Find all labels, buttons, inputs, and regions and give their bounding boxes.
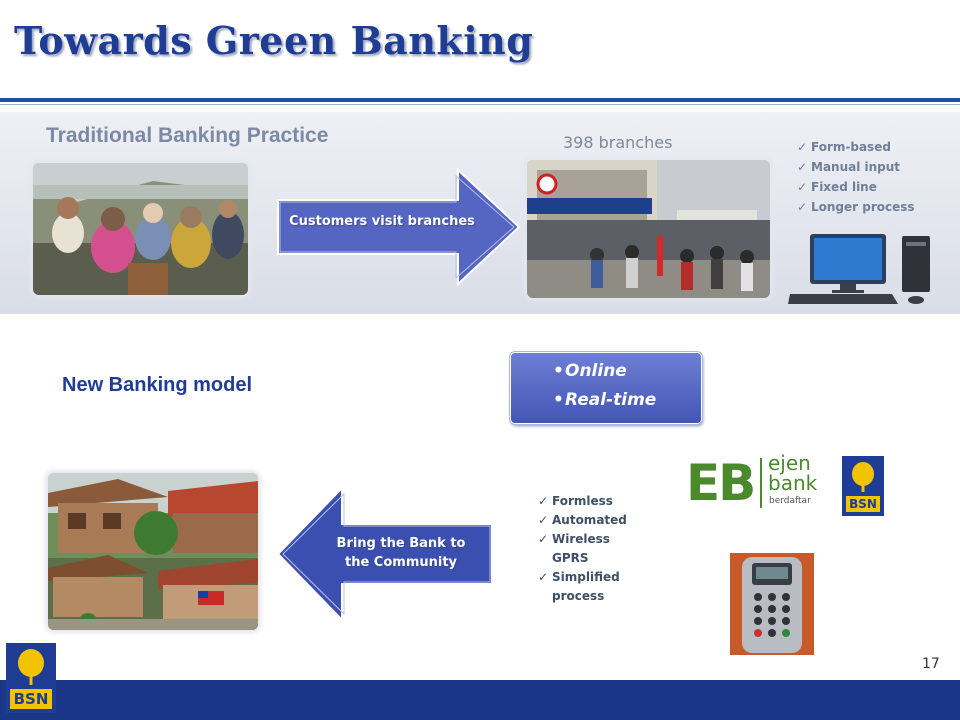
title-rule [0,98,960,102]
title-rule-thin [0,104,960,105]
attribute-item: Real-time [553,386,656,415]
bank-branch-photo [527,160,770,298]
bring-bank-arrow [276,485,494,623]
attributes-list: Online Real-time [553,357,656,415]
desktop-computer-image [788,230,938,306]
footer-bsn-text: BSN [13,690,49,708]
eb-word-berdaftar: berdaftar [769,496,811,506]
feature-item: Wireless GPRS [538,530,648,568]
slide-title: Towards Green Banking [14,18,534,63]
page-number: 17 [922,656,940,672]
feature-item: Formless [538,492,648,511]
feature-item: Manual input [797,157,915,177]
new-model-features-list: Formless Automated Wireless GPRS Simplif… [538,492,648,606]
market-crowd-photo [33,163,248,295]
bsn-logo: BSN [842,456,884,516]
footer-bsn-logo: BSN [6,643,56,713]
feature-item: Fixed line [797,177,915,197]
customers-visit-arrow [276,167,521,287]
eb-mark: EB [686,454,756,512]
bring-bank-label: Bring the Bank to the Community [336,536,466,570]
eb-word-ejen: ejen [768,451,811,475]
feature-item: Simplified process [538,568,648,606]
branch-count: 398 branches [563,133,673,152]
footer-bar [0,680,960,720]
ejen-bank-logo: EB ejen bank berdaftar [684,450,824,518]
feature-item: Form-based [797,137,915,157]
eb-word-bank: bank [768,471,818,495]
feature-item: Longer process [797,197,915,217]
card-terminal-image [730,553,814,655]
customers-visit-label: Customers visit branches [289,214,475,229]
village-houses-photo [48,473,258,630]
traditional-features-list: Form-based Manual input Fixed line Longe… [797,137,915,217]
bsn-logo-text: BSN [849,497,877,511]
feature-item: Automated [538,511,648,530]
eb-divider [760,458,762,508]
new-model-heading: New Banking model [62,374,253,396]
traditional-heading: Traditional Banking Practice [46,124,329,147]
attribute-item: Online [553,357,656,386]
